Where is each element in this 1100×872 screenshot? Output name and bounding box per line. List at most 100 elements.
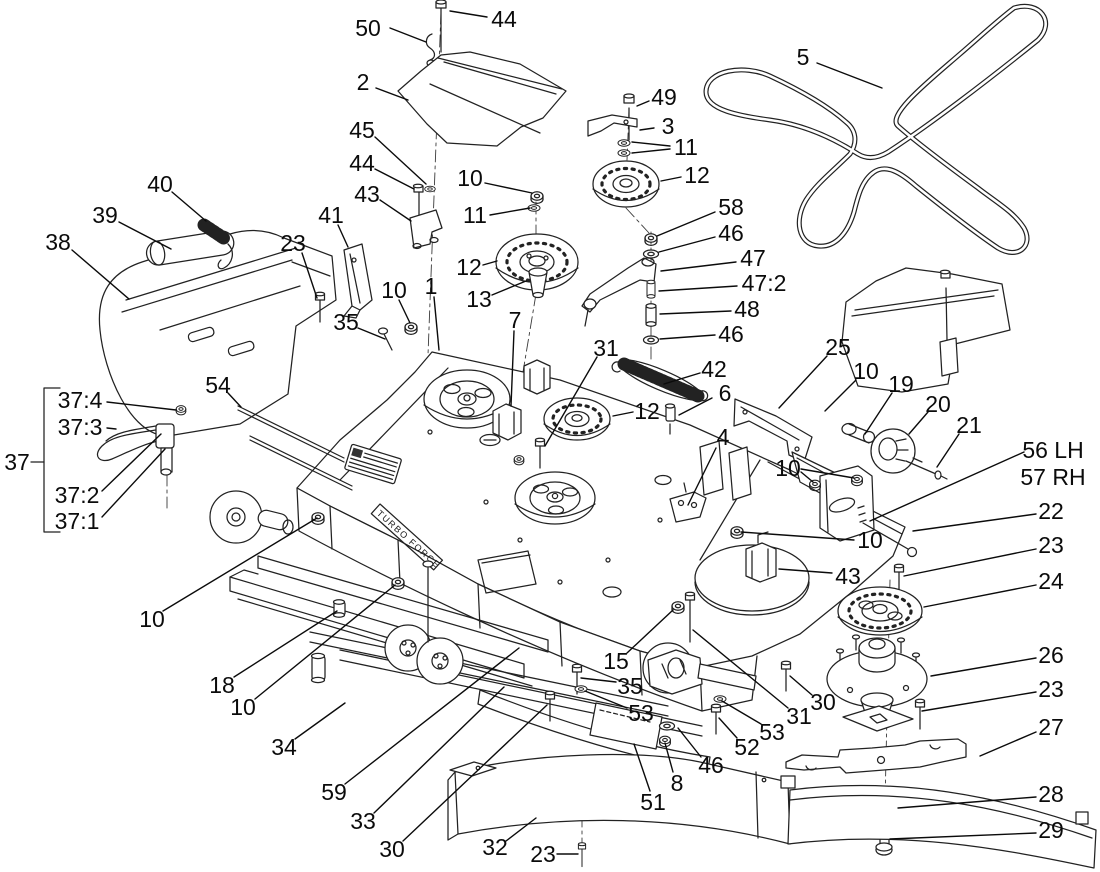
callout-5: 5 xyxy=(797,44,810,70)
callout-37-3: 37:3 xyxy=(58,414,103,440)
leader-line-11 xyxy=(489,207,531,216)
pin-6 xyxy=(664,403,676,435)
leader-line-10 xyxy=(824,379,857,412)
callout-24: 24 xyxy=(1038,568,1064,594)
callout-12: 12 xyxy=(634,398,660,424)
pulley-24 xyxy=(837,586,923,636)
callout-45: 45 xyxy=(349,117,375,143)
spacer-19 xyxy=(841,422,876,444)
leader-line-46 xyxy=(677,727,702,758)
spring-40 xyxy=(197,218,233,270)
leader-line-25 xyxy=(778,355,828,409)
leader-line-46 xyxy=(658,236,716,253)
leader-line-30 xyxy=(789,675,813,696)
leader-line-37-1 xyxy=(101,448,166,518)
callout-59: 59 xyxy=(321,779,347,805)
callout-23: 23 xyxy=(280,230,306,256)
callout-37-2: 37:2 xyxy=(55,482,100,508)
leader-line-18 xyxy=(233,610,338,678)
callout-26: 26 xyxy=(1038,642,1064,668)
leader-line-22 xyxy=(912,513,1037,532)
callout-3: 3 xyxy=(662,113,675,139)
callout-18: 18 xyxy=(209,672,235,698)
leader-line-5 xyxy=(816,62,883,89)
callout-6: 6 xyxy=(719,380,732,406)
callout-44: 44 xyxy=(349,150,375,176)
callout-52: 52 xyxy=(734,734,760,760)
callout-49: 49 xyxy=(651,84,677,110)
callout-46: 46 xyxy=(698,752,724,778)
leader-line-20 xyxy=(908,411,929,435)
discharge-chute xyxy=(447,753,1097,869)
bracket-43-top xyxy=(409,183,443,250)
bracket-rear-center xyxy=(523,359,551,395)
callout-44: 44 xyxy=(491,6,517,32)
callout-46: 46 xyxy=(718,321,744,347)
leader-line-30 xyxy=(402,704,548,842)
leader-line-13 xyxy=(491,280,527,296)
bracket-4 xyxy=(669,482,707,523)
leader-line-50 xyxy=(389,27,427,43)
callout-11: 11 xyxy=(463,202,487,228)
callout-22: 22 xyxy=(1038,498,1064,524)
callout-43: 43 xyxy=(835,563,861,589)
idler-pulley-upper-left xyxy=(495,191,579,299)
callout-46: 46 xyxy=(718,220,744,246)
leader-line-35 xyxy=(357,327,386,340)
roller-39 xyxy=(145,230,235,266)
callout-48: 48 xyxy=(734,296,760,322)
leader-line-10 xyxy=(800,468,855,479)
leader-line-45 xyxy=(374,136,427,185)
leader-line-23 xyxy=(903,548,1037,577)
leader-line-32 xyxy=(505,817,537,842)
callout-8: 8 xyxy=(671,770,684,796)
callout-37-1: 37:1 xyxy=(55,508,100,534)
bolt-35-top xyxy=(377,327,393,351)
callout-15: 15 xyxy=(603,648,629,674)
callout-27: 27 xyxy=(1038,714,1064,740)
leader-line-52 xyxy=(718,717,738,739)
callout-31: 31 xyxy=(593,335,619,361)
hanger-brackets-right xyxy=(733,398,948,558)
leader-line-34 xyxy=(294,702,346,740)
leader-line-40 xyxy=(171,191,207,222)
leader-line-31 xyxy=(544,356,598,447)
leader-line-4 xyxy=(687,447,717,506)
leader-line-38 xyxy=(71,249,130,300)
callout-23: 23 xyxy=(1038,532,1064,558)
leader-line-37-3 xyxy=(106,427,117,430)
leader-line-49 xyxy=(636,100,650,107)
callout-41: 41 xyxy=(318,202,344,228)
idler-pulley-upper-right xyxy=(587,93,660,208)
leader-line-47 xyxy=(660,261,737,272)
leader-line-35 xyxy=(580,677,617,683)
leader-line-41 xyxy=(337,224,349,248)
leader-line-43 xyxy=(379,199,412,222)
callout-47: 47 xyxy=(740,245,766,271)
leader-line-42 xyxy=(663,372,701,385)
leader-line-10 xyxy=(162,517,318,612)
callout-54: 54 xyxy=(205,372,231,398)
callout-23: 23 xyxy=(1038,676,1064,702)
leader-line-54 xyxy=(227,392,242,408)
leader-line-10 xyxy=(398,299,411,324)
callout-10: 10 xyxy=(775,455,801,481)
callout-13: 13 xyxy=(466,286,492,312)
bracket-7 xyxy=(492,403,522,441)
callout-56-lh: 56 LH xyxy=(1022,437,1083,463)
callout-10: 10 xyxy=(230,694,256,720)
callout-29: 29 xyxy=(1038,817,1064,843)
leader-line-56-lh xyxy=(869,451,1025,522)
tension-spring xyxy=(611,357,709,403)
callout-7: 7 xyxy=(509,307,522,333)
callout-33: 33 xyxy=(350,808,376,834)
callout-37: 37 xyxy=(4,449,30,475)
leader-line-53 xyxy=(721,700,762,725)
rod-22 xyxy=(862,522,918,558)
leader-line-19 xyxy=(864,392,893,435)
leader-line-7 xyxy=(510,330,515,407)
leader-line-10 xyxy=(740,531,855,541)
bracket-41 xyxy=(343,243,373,319)
leader-line-10 xyxy=(254,584,396,700)
